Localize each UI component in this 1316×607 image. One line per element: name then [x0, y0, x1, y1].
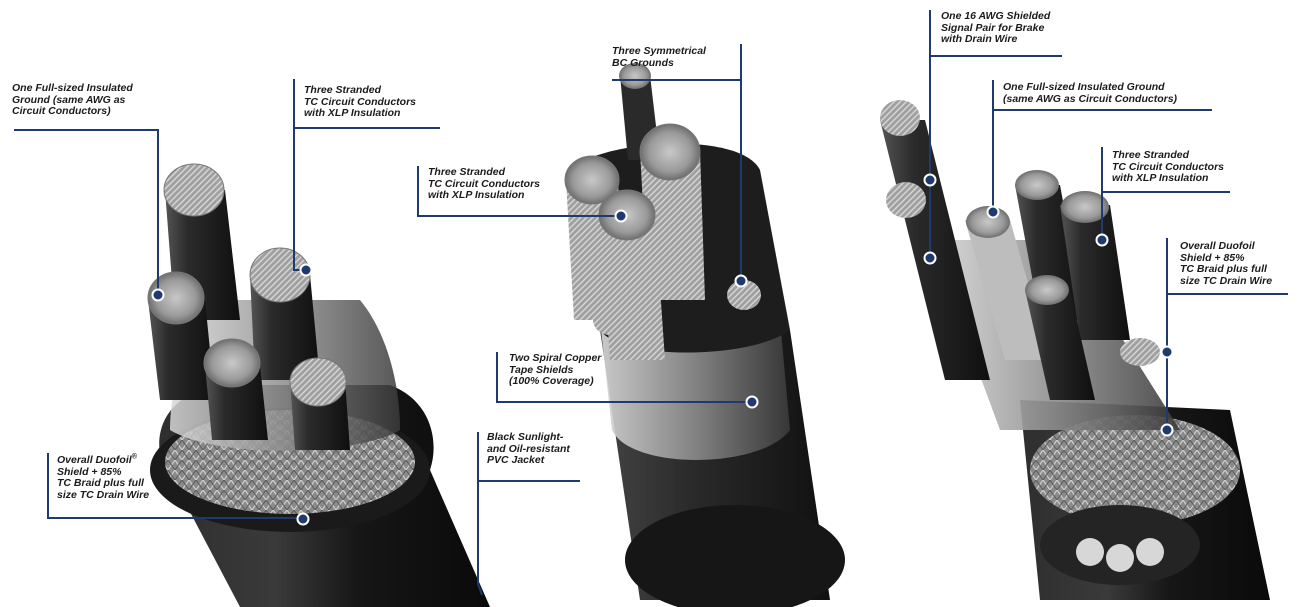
cable-3-filler-a: [1076, 538, 1104, 566]
dot-c3-signal-b: [925, 253, 936, 264]
label-c1-shield: Overall Duofoil® Shield + 85% TC Braid p…: [57, 455, 149, 501]
label-c3-signal-pair: One 16 AWG Shielded Signal Pair for Brak…: [941, 11, 1050, 46]
label-c1-ground: One Full-sized Insulated Ground (same AW…: [12, 83, 133, 118]
label-c1-shield-line1: Overall Duofoil: [57, 454, 132, 466]
cable-1-conductor-b-end: [204, 339, 260, 387]
label-c2-grounds: Three Symmetrical BC Grounds: [612, 46, 706, 69]
label-c3-ground: One Full-sized Insulated Ground (same AW…: [1003, 82, 1177, 105]
dot-c3-shield-b: [1162, 425, 1173, 436]
dot-c3-ground: [988, 207, 999, 218]
dot-c1-conductors: [301, 265, 312, 276]
label-c2-tape: Two Spiral Copper Tape Shields (100% Cov…: [509, 353, 601, 388]
dot-c2-tape: [747, 397, 758, 408]
cable-1-ground-end: [164, 164, 224, 216]
cable-1-conductor-a-end: [250, 248, 310, 302]
leader-c1-jacket: [478, 432, 482, 595]
cable-2-ground-2-end: [593, 305, 627, 335]
dot-c2-conductors: [616, 211, 627, 222]
label-c2-conductors: Three Stranded TC Circuit Conductors wit…: [428, 167, 540, 202]
cable-3-signal-wire-2: [886, 182, 926, 218]
leader-c1-conductors-drop: [294, 128, 306, 270]
leader-c1-ground: [14, 130, 158, 294]
dot-c3-conductors: [1097, 235, 1108, 246]
cable-2-illustration: [565, 63, 845, 607]
dot-c1-shield: [298, 514, 309, 525]
dot-c1-ground: [153, 290, 164, 301]
label-c1-conductors: Three Stranded TC Circuit Conductors wit…: [304, 85, 416, 120]
cable-1-conductor-c-end: [290, 358, 346, 406]
cable-2-conductor-b-end: [640, 124, 700, 180]
label-c1-jacket: Black Sunlight- and Oil-resistant PVC Ja…: [487, 432, 570, 467]
cable-3-conductor-c-end: [1025, 275, 1069, 305]
cable-3-conductor-a-end: [1015, 170, 1059, 200]
cable-3-drain-end: [1120, 338, 1160, 366]
label-c3-conductors: Three Stranded TC Circuit Conductors wit…: [1112, 150, 1224, 185]
cable-3-filler-c: [1136, 538, 1164, 566]
dot-c3-signal-a: [925, 175, 936, 186]
label-c3-shield: Overall Duofoil Shield + 85% TC Braid pl…: [1180, 241, 1272, 287]
cable-1-illustration: [148, 164, 490, 607]
cable-3-filler-b: [1106, 544, 1134, 572]
dot-c3-shield-a: [1162, 347, 1173, 358]
registered-mark: ®: [132, 454, 137, 461]
label-c1-shield-rest: Shield + 85% TC Braid plus full size TC …: [57, 466, 149, 501]
dot-c2-grounds: [736, 276, 747, 287]
cable-3-signal-wire-1: [880, 100, 920, 136]
